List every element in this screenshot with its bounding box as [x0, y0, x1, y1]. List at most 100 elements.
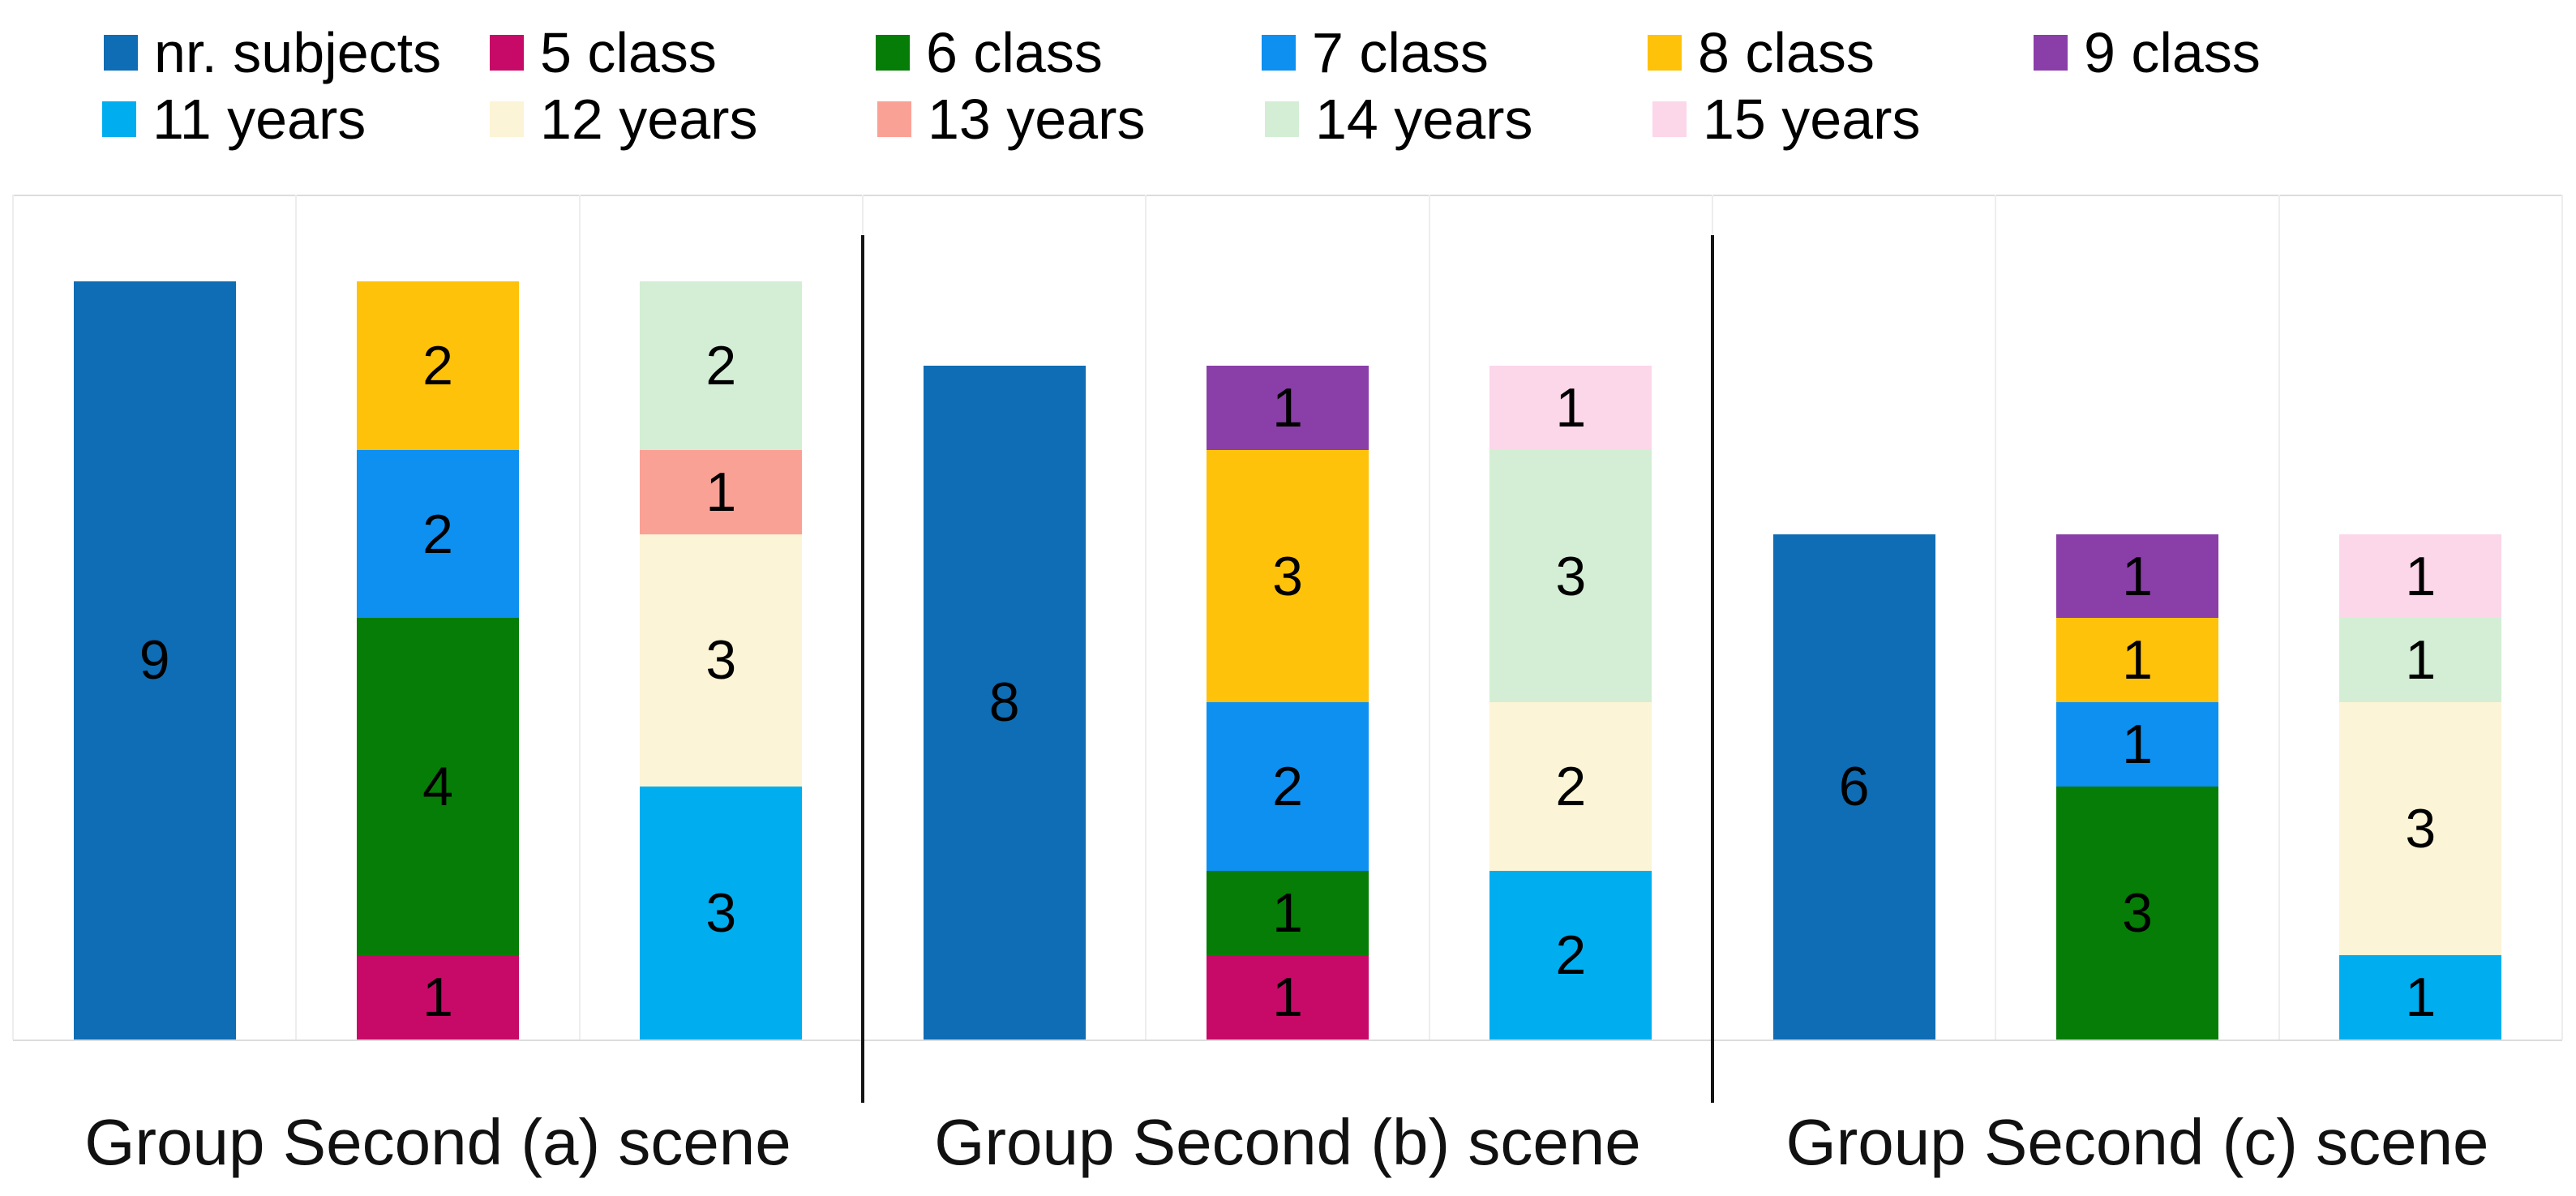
- bar-subjects: 8: [923, 365, 1086, 1040]
- legend-item-nr-subjects: nr. subjects: [104, 24, 441, 81]
- bar-segment-14-years: 2: [640, 281, 803, 450]
- bar-value-label: 3: [705, 629, 737, 692]
- bar-value-label: 2: [705, 334, 737, 397]
- legend-swatch-icon: [490, 101, 524, 137]
- legend-label: 13 years: [928, 88, 1146, 151]
- legend-label: 5 class: [540, 21, 717, 84]
- legend-label: 12 years: [540, 88, 758, 151]
- legend-swatch-icon: [490, 35, 524, 71]
- gridline: [12, 195, 14, 1040]
- bar-segment-8-class: 3: [1207, 449, 1369, 703]
- legend-item-12-years: 12 years: [490, 91, 757, 148]
- bar-segment-5-class: 1: [357, 955, 519, 1040]
- legend-item-11-years: 11 years: [102, 91, 366, 148]
- bar-segment-14-years: 3: [1489, 449, 1652, 703]
- gridline: [578, 195, 581, 1040]
- bar-value-label: 1: [2405, 629, 2437, 692]
- group-divider: [861, 235, 864, 1103]
- bar-segment-6-class: 4: [357, 618, 519, 956]
- legend-item-9-class: 9 class: [2034, 24, 2261, 81]
- bar-value-label: 2: [1272, 756, 1303, 818]
- legend-item-7-class: 7 class: [1262, 24, 1489, 81]
- group-label: Group Second (a) scene: [84, 1106, 791, 1178]
- legend-swatch-icon: [104, 35, 138, 71]
- bar-value-label: 2: [1555, 756, 1587, 818]
- legend-label: 7 class: [1312, 21, 1489, 84]
- legend-swatch-icon: [1262, 35, 1296, 71]
- bar-segment-15-years: 1: [1489, 365, 1652, 450]
- bar-value-label: 1: [2405, 545, 2437, 607]
- bar-value-label: 3: [2122, 882, 2153, 945]
- legend-swatch-icon: [1265, 101, 1299, 137]
- gridline: [1428, 195, 1430, 1040]
- bar-value-label: 2: [422, 334, 453, 397]
- bar-segment-nr-subjects: 6: [1772, 534, 1935, 1040]
- bar-segment-11-years: 2: [1489, 871, 1652, 1040]
- bar-segment-14-years: 1: [2339, 618, 2502, 703]
- legend-swatch-icon: [2034, 35, 2068, 71]
- legend-item-6-class: 6 class: [876, 24, 1103, 81]
- legend-item-8-class: 8 class: [1648, 24, 1875, 81]
- bar-segment-12-years: 3: [640, 534, 803, 787]
- bar-value-label: 1: [705, 461, 737, 523]
- bar-subjects: 9: [73, 281, 236, 1040]
- x-axis-baseline: [13, 1040, 2562, 1041]
- gridline: [1995, 195, 1997, 1040]
- legend-item-13-years: 13 years: [877, 91, 1145, 148]
- bar-value-label: 1: [1272, 967, 1303, 1028]
- legend-label: 11 years: [152, 88, 366, 151]
- legend-item-14-years: 14 years: [1265, 91, 1532, 148]
- legend-swatch-icon: [1648, 35, 1682, 71]
- bar-value-label: 6: [1838, 756, 1870, 818]
- bar-segment-7-class: 1: [2056, 702, 2218, 787]
- bar-segment-6-class: 3: [2056, 787, 2218, 1040]
- legend-item-5-class: 5 class: [490, 24, 717, 81]
- bar-segment-12-years: 3: [2339, 702, 2502, 956]
- bar-value-label: 1: [1272, 376, 1303, 439]
- bar-segment-6-class: 1: [1207, 871, 1369, 956]
- bar-age-distribution: 1 1 3 1: [2339, 534, 2502, 1040]
- legend-label: 15 years: [1703, 88, 1921, 151]
- legend-item-15-years: 15 years: [1652, 91, 1920, 148]
- bar-segment-nr-subjects: 9: [73, 281, 236, 1040]
- bar-segment-7-class: 2: [1207, 702, 1369, 872]
- legend-label: nr. subjects: [154, 21, 442, 84]
- bar-value-label: 3: [1555, 545, 1587, 607]
- bar-value-label: 1: [2405, 967, 2437, 1028]
- gridline: [295, 195, 298, 1040]
- legend-swatch-icon: [1652, 101, 1687, 137]
- bar-segment-nr-subjects: 8: [923, 365, 1086, 1040]
- legend-label: 9 class: [2084, 21, 2261, 84]
- bar-value-label: 2: [422, 503, 453, 565]
- bar-age-distribution: 1 3 2 2: [1489, 365, 1652, 1040]
- legend-label: 8 class: [1698, 21, 1875, 84]
- bar-segment-13-years: 1: [640, 449, 803, 534]
- bar-value-label: 1: [422, 967, 453, 1029]
- gridline: [2561, 195, 2563, 1040]
- bar-segment-7-class: 2: [357, 449, 519, 619]
- gridline: [2278, 195, 2280, 1040]
- legend-swatch-icon: [876, 35, 910, 71]
- legend-swatch-icon: [102, 101, 136, 137]
- bar-segment-11-years: 1: [2339, 955, 2502, 1040]
- plot-top-border: [13, 195, 2562, 196]
- bar-class-distribution: 1 3 2 1 1: [1207, 365, 1369, 1040]
- bar-subjects: 6: [1772, 534, 1935, 1040]
- bar-value-label: 1: [1555, 376, 1587, 439]
- group-label: Group Second (c) scene: [1785, 1106, 2489, 1178]
- group-label: Group Second (b) scene: [934, 1106, 1641, 1178]
- bar-value-label: 3: [705, 882, 737, 945]
- bar-value-label: 2: [1555, 924, 1587, 987]
- legend-label: 14 years: [1315, 88, 1533, 151]
- bar-segment-12-years: 2: [1489, 702, 1652, 872]
- group-divider: [1711, 235, 1714, 1103]
- bar-value-label: 9: [139, 629, 170, 692]
- bar-segment-9-class: 1: [1207, 365, 1369, 450]
- bar-value-label: 1: [2122, 545, 2153, 607]
- bar-value-label: 8: [988, 671, 1020, 734]
- bar-class-distribution: 2 2 4 1: [357, 281, 519, 1040]
- bar-segment-5-class: 1: [1207, 955, 1369, 1040]
- bar-segment-11-years: 3: [640, 787, 803, 1040]
